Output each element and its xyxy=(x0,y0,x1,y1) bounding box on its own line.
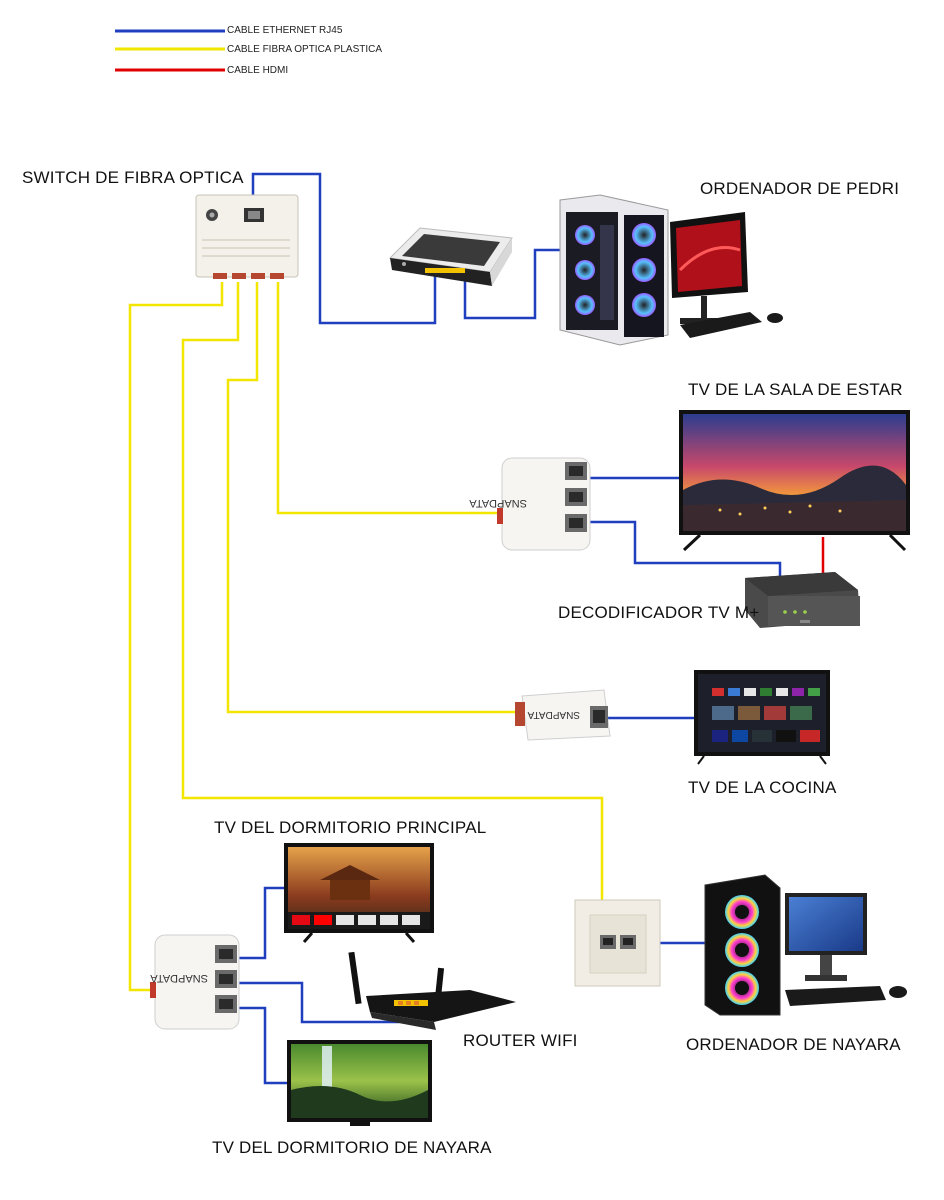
brand-cocina: SNAPDATA xyxy=(527,709,580,720)
decoder xyxy=(745,572,860,628)
label-tv-sala: TV DE LA SALA DE ESTAR xyxy=(688,380,903,399)
router-wifi xyxy=(348,951,516,1030)
fiber-cables xyxy=(128,282,604,992)
pc-nayara xyxy=(704,874,907,1016)
label-tv-dorm-principal: TV DEL DORMITORIO PRINCIPAL xyxy=(214,818,487,837)
fiber-cable-dormitorio xyxy=(128,282,224,992)
tv-dormitorio-principal xyxy=(284,843,434,943)
wall-socket xyxy=(574,899,661,987)
label-tv-dorm-nayara: TV DEL DORMITORIO DE NAYARA xyxy=(212,1138,492,1157)
ethernet-cables xyxy=(238,172,782,1085)
fiber-cable-cocina xyxy=(226,282,518,714)
main-router xyxy=(388,227,513,286)
tv-sala xyxy=(679,410,910,552)
label-pc-nayara: ORDENADOR DE NAYARA xyxy=(686,1035,901,1054)
tv-cocina xyxy=(694,670,830,765)
legend-fiber-label: CABLE FIBRA OPTICA PLASTICA xyxy=(227,44,383,55)
fiber-cable-nayara xyxy=(181,282,604,900)
brand-dormitorio: SNAPDATA xyxy=(150,972,208,984)
brand-sala: SNAPDATA xyxy=(469,497,527,509)
ethernet-dorm-tv-nayara xyxy=(238,1006,290,1085)
media-converter-sala xyxy=(497,457,591,551)
label-decoder: DECODIFICADOR TV M+ xyxy=(558,603,760,622)
legend-lines xyxy=(115,29,225,72)
ethernet-dorm-tv-principal xyxy=(238,886,286,960)
tv-dormitorio-nayara xyxy=(287,1040,432,1126)
label-tv-cocina: TV DE LA COCINA xyxy=(688,778,837,797)
ethernet-router-pedri xyxy=(463,248,565,320)
media-converter-dormitorio xyxy=(150,934,240,1030)
ethernet-switch-router xyxy=(251,172,437,325)
legend-ethernet-label: CABLE ETHERNET RJ45 xyxy=(227,25,343,36)
ethernet-sala-decoder xyxy=(588,520,782,578)
fiber-cable-sala xyxy=(276,282,498,515)
label-pc-pedri: ORDENADOR DE PEDRI xyxy=(700,179,900,198)
fiber-switch xyxy=(195,194,299,279)
label-router-wifi: ROUTER WIFI xyxy=(463,1031,578,1050)
pc-pedri xyxy=(559,194,783,346)
label-switch: SWITCH DE FIBRA OPTICA xyxy=(22,168,244,187)
legend-hdmi-label: CABLE HDMI xyxy=(227,65,289,76)
media-converter-cocina xyxy=(515,689,611,741)
